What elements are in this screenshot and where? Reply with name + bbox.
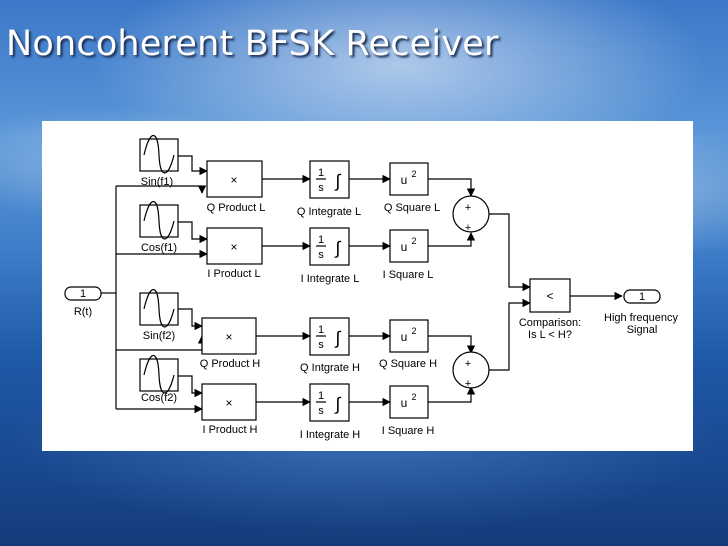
- square-label: Q Square L: [384, 202, 440, 214]
- sine-wave-icon: [143, 134, 175, 174]
- comparison-label-line2: Is L < H?: [528, 329, 572, 341]
- square-label: I Square L: [383, 269, 434, 281]
- signal-wires: [101, 155, 623, 414]
- comparison-block[interactable]: < Comparison: Is L < H?: [519, 278, 581, 341]
- source-label: Cos(f1): [141, 242, 177, 254]
- sine-wave-icon: [143, 354, 175, 394]
- integral-icon: ∫: [334, 171, 342, 191]
- product-label: I Product L: [207, 268, 260, 280]
- integrator-label: Q Intgrate H: [300, 362, 360, 374]
- plus-sign: +: [465, 358, 471, 370]
- square-base: u: [401, 240, 408, 254]
- input-port-r-t[interactable]: 1 R(t): [64, 286, 102, 318]
- square-base: u: [401, 173, 408, 187]
- source-sin-f1[interactable]: Sin(f1): [139, 134, 179, 189]
- block-diagram-panel: 1 R(t) Sin(f1) Cos(f1) Sin(f2) Cos(f2) ×…: [42, 121, 693, 451]
- square-exponent: 2: [411, 236, 416, 246]
- sum-block-h[interactable]: + +: [452, 351, 490, 390]
- integral-icon: ∫: [334, 328, 342, 348]
- square-exponent: 2: [411, 169, 416, 179]
- square-block-q-h[interactable]: u 2 Q Square H: [379, 319, 437, 370]
- comparison-label-line1: Comparison:: [519, 317, 581, 329]
- product-label: Q Product L: [207, 202, 266, 214]
- square-exponent: 2: [411, 392, 416, 402]
- product-block-i-l[interactable]: × I Product L: [206, 227, 263, 280]
- product-symbol: ×: [225, 396, 232, 410]
- plus-sign: +: [465, 222, 471, 234]
- product-label: I Product H: [202, 424, 257, 436]
- product-block-i-h[interactable]: × I Product H: [201, 383, 258, 436]
- less-than-symbol: <: [546, 289, 553, 303]
- input-port-number: 1: [80, 288, 86, 300]
- source-cos-f2[interactable]: Cos(f2): [139, 354, 179, 405]
- integrator-denominator: s: [318, 405, 324, 417]
- source-label: Cos(f2): [141, 392, 177, 404]
- block-diagram: 1 R(t) Sin(f1) Cos(f1) Sin(f2) Cos(f2) ×…: [64, 134, 678, 441]
- source-label: Sin(f2): [143, 330, 175, 342]
- integrator-numerator: 1: [318, 234, 324, 246]
- integrator-label: I Integrate H: [300, 429, 361, 441]
- integrator-denominator: s: [318, 182, 324, 194]
- source-sin-f2[interactable]: Sin(f2): [139, 288, 179, 343]
- slide-title: Noncoherent BFSK Receiver: [6, 24, 499, 64]
- integrator-numerator: 1: [318, 167, 324, 179]
- integrator-numerator: 1: [318, 324, 324, 336]
- integrator-block-i-h[interactable]: 1 s ∫ I Integrate H: [300, 383, 361, 441]
- integrator-denominator: s: [318, 339, 324, 351]
- square-base: u: [401, 330, 408, 344]
- integrator-label: Q Integrate L: [297, 206, 361, 218]
- source-label: Sin(f1): [141, 176, 173, 188]
- integrator-block-i-l[interactable]: 1 s ∫ I Integrate L: [301, 227, 360, 285]
- square-base: u: [401, 396, 408, 410]
- output-label-line1: High frequency: [604, 312, 678, 324]
- integral-icon: ∫: [334, 238, 342, 258]
- plus-sign: +: [465, 378, 471, 390]
- square-exponent: 2: [411, 326, 416, 336]
- output-port-number: 1: [639, 291, 645, 303]
- source-cos-f1[interactable]: Cos(f1): [139, 200, 179, 255]
- product-label: Q Product H: [200, 358, 261, 370]
- square-label: I Square H: [382, 425, 435, 437]
- square-block-i-l[interactable]: u 2 I Square L: [383, 229, 434, 281]
- output-label-line2: Signal: [627, 324, 658, 336]
- input-port-label: R(t): [74, 306, 92, 318]
- square-label: Q Square H: [379, 358, 437, 370]
- integrator-numerator: 1: [318, 390, 324, 402]
- square-block-q-l[interactable]: u 2 Q Square L: [384, 162, 440, 214]
- product-block-q-h[interactable]: × Q Product H: [200, 317, 261, 370]
- square-block-i-h[interactable]: u 2 I Square H: [382, 385, 435, 437]
- output-port-high-frequency[interactable]: 1 High frequency Signal: [604, 289, 678, 336]
- sine-wave-icon: [143, 288, 175, 328]
- product-symbol: ×: [230, 240, 237, 254]
- sine-wave-icon: [143, 200, 175, 240]
- sum-block-l[interactable]: + +: [452, 195, 490, 234]
- product-symbol: ×: [230, 173, 237, 187]
- integrator-label: I Integrate L: [301, 273, 360, 285]
- product-block-q-l[interactable]: × Q Product L: [206, 160, 266, 214]
- integrator-block-q-l[interactable]: 1 s ∫ Q Integrate L: [297, 160, 361, 218]
- integrator-block-q-h[interactable]: 1 s ∫ Q Intgrate H: [300, 317, 360, 374]
- integrator-denominator: s: [318, 249, 324, 261]
- plus-sign: +: [465, 202, 471, 214]
- integral-icon: ∫: [334, 394, 342, 414]
- product-symbol: ×: [225, 330, 232, 344]
